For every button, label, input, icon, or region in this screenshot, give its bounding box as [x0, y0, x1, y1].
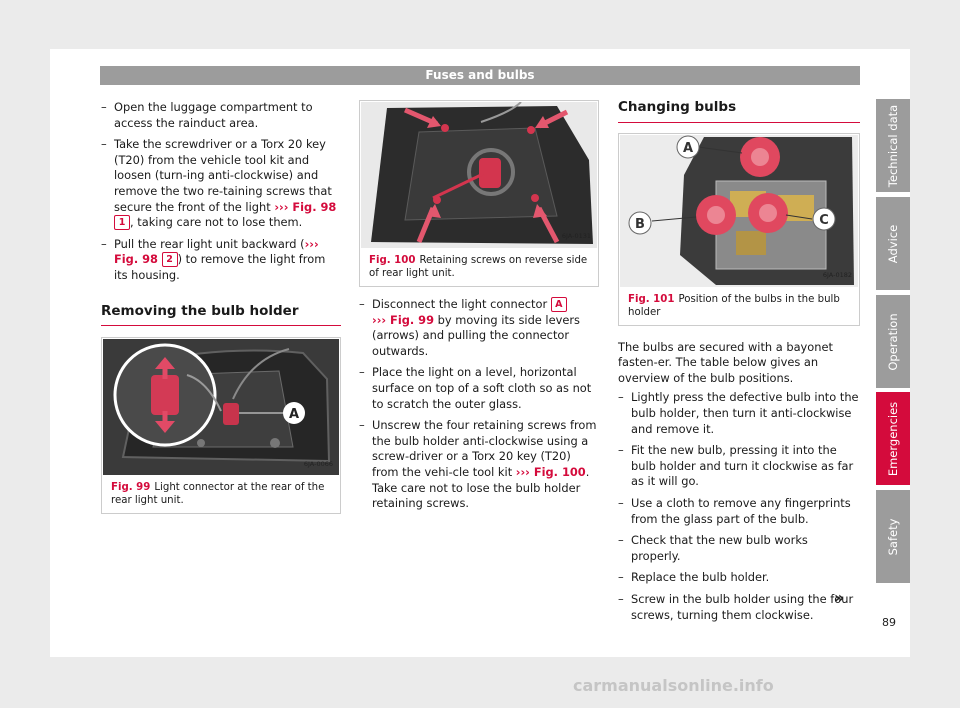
- page-header: Fuses and bulbs: [100, 66, 860, 85]
- bulb-holder-photo: A B C 6JA-0182: [620, 134, 858, 287]
- step-item: Fit the new bulb, pressing it into the b…: [618, 443, 860, 490]
- tab-emergencies[interactable]: Emergencies: [876, 392, 910, 485]
- figure-link[interactable]: ››› Fig. 98: [114, 236, 319, 267]
- bulb-label-c: C: [819, 213, 829, 228]
- intro-paragraph: The bulbs are secured with a bayonet fas…: [618, 339, 833, 385]
- step-item: Disconnect the light connector A››› Fig.…: [359, 297, 599, 359]
- figure-link[interactable]: ››› Fig. 100: [515, 464, 586, 479]
- column-right: Changing bulbs A: [618, 99, 860, 629]
- callout-label: A: [289, 407, 299, 422]
- step-list: Open the luggage compartment to access t…: [101, 100, 341, 284]
- page-number: 89: [882, 616, 896, 629]
- light-connector-photo: A 6JA-0066: [103, 339, 339, 476]
- step-item: Lightly press the defective bulb into th…: [618, 390, 860, 437]
- callout-badge: 1: [114, 215, 130, 231]
- step-list: Lightly press the defective bulb into th…: [618, 390, 860, 623]
- step-item: Open the luggage compartment to access t…: [101, 100, 341, 131]
- step-item: Replace the bulb holder.: [618, 570, 860, 586]
- image-code: 6JA-0131: [561, 232, 591, 241]
- step-item: Pull the rear light unit backward (››› F…: [101, 237, 341, 284]
- figure-link[interactable]: ››› Fig. 99: [372, 312, 435, 327]
- step-item: Place the light on a level, horizontal s…: [359, 365, 599, 412]
- bulb-label-a: A: [683, 141, 693, 156]
- tab-advice[interactable]: Advice: [876, 197, 910, 290]
- tab-safety[interactable]: Safety: [876, 490, 910, 583]
- image-code: 6JA-0066: [303, 459, 333, 468]
- figure-link[interactable]: ››› Fig. 98: [274, 199, 337, 214]
- tab-operation[interactable]: Operation: [876, 295, 910, 388]
- callout-badge: A: [550, 297, 567, 312]
- continue-arrow-icon: »: [834, 588, 845, 607]
- watermark: carmanualsonline.info: [573, 676, 774, 695]
- tab-technical-data[interactable]: Technical data: [876, 99, 910, 192]
- bulb-label-b: B: [635, 217, 645, 232]
- section-heading: Removing the bulb holder: [101, 303, 341, 327]
- step-item: Screw in the bulb holder using the four …: [618, 592, 860, 623]
- step-item: Check that the new bulb works properly.: [618, 533, 860, 564]
- step-item: Take the screwdriver or a Torx 20 key (T…: [101, 137, 341, 231]
- step-item: Unscrew the four retaining screws from t…: [359, 418, 599, 512]
- callout-badge: 2: [161, 252, 178, 268]
- column-left: Open the luggage compartment to access t…: [101, 100, 341, 515]
- step-item: Use a cloth to remove any fingerprints f…: [618, 496, 860, 527]
- retaining-screws-photo: 6JA-0131: [361, 102, 597, 248]
- image-code: 6JA-0182: [822, 271, 852, 279]
- section-heading: Changing bulbs: [618, 99, 860, 123]
- step-list: Disconnect the light connector A››› Fig.…: [359, 297, 599, 512]
